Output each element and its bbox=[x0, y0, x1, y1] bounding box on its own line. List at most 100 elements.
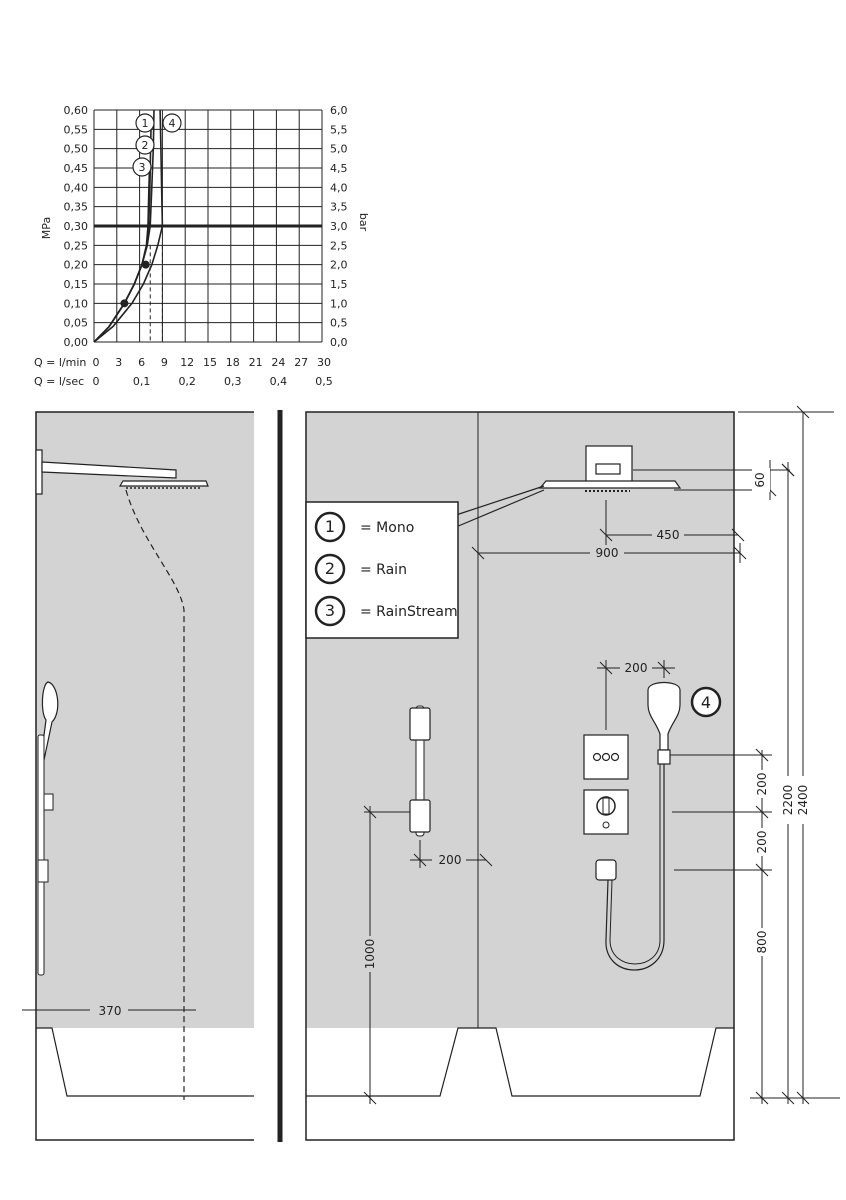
legend-item-mono: 1 = Mono bbox=[314, 511, 414, 543]
side-water-trajectory bbox=[125, 489, 185, 1100]
lmin-tick-7: 21 bbox=[249, 356, 263, 369]
curve-marker-2: 2 bbox=[135, 135, 155, 155]
lmin-tick-4: 12 bbox=[180, 356, 194, 369]
side-shower-arm bbox=[41, 461, 177, 479]
left-tick-5: 0,25 bbox=[64, 239, 89, 252]
dim-200-rail: 200 bbox=[439, 853, 462, 867]
lsec-tick-1: 0,1 bbox=[133, 375, 151, 388]
front-hand-shower bbox=[647, 681, 681, 751]
right-tick-1: 0,5 bbox=[330, 317, 348, 330]
side-wall bbox=[36, 412, 254, 1028]
handshower-marker-4: 4 bbox=[690, 686, 722, 718]
left-axis-unit: MPa bbox=[40, 217, 53, 239]
side-shower-head bbox=[118, 480, 209, 487]
dim-2200: 2200 bbox=[781, 785, 795, 816]
q-lmin-label: Q = l/min bbox=[34, 356, 86, 369]
lmin-tick-0: 0 bbox=[93, 356, 100, 369]
right-tick-4: 2,0 bbox=[330, 259, 348, 272]
side-rail bbox=[37, 734, 45, 976]
svg-text:4: 4 bbox=[701, 693, 711, 712]
left-tick-10: 0,50 bbox=[64, 143, 89, 156]
svg-text:3: 3 bbox=[139, 161, 146, 174]
series-line-4 bbox=[93, 109, 164, 343]
chart-dot-0 bbox=[120, 299, 129, 308]
side-rail-holder bbox=[37, 859, 49, 883]
legend-item-rain: 2 = Rain bbox=[314, 553, 407, 585]
left-tick-12: 0,60 bbox=[64, 104, 89, 117]
dim-200-upper: 200 bbox=[755, 773, 769, 796]
curve-marker-1: 1 bbox=[135, 113, 155, 133]
right-tick-0: 0,0 bbox=[330, 336, 348, 349]
lmin-tick-6: 18 bbox=[226, 356, 240, 369]
right-tick-9: 4,5 bbox=[330, 162, 348, 175]
lmin-tick-1: 3 bbox=[115, 356, 122, 369]
side-bathtub bbox=[36, 1027, 254, 1097]
legend-item-rainstream: 3 = RainStream bbox=[314, 595, 458, 627]
dim-1000: 1000 bbox=[363, 939, 377, 970]
flow-pressure-chart: 0,000,050,100,150,200,250,300,350,400,45… bbox=[34, 104, 370, 388]
dim-900: 900 bbox=[596, 546, 619, 560]
svg-text:= RainStream: = RainStream bbox=[360, 604, 458, 620]
right-tick-7: 3,5 bbox=[330, 201, 348, 214]
side-wall-flange bbox=[35, 449, 43, 495]
lmin-tick-10: 30 bbox=[317, 356, 331, 369]
lmin-tick-2: 6 bbox=[138, 356, 145, 369]
lsec-tick-4: 0,4 bbox=[270, 375, 288, 388]
front-bathtub-left bbox=[306, 1027, 478, 1097]
right-tick-8: 4,0 bbox=[330, 181, 348, 194]
dim-200-lower: 200 bbox=[755, 831, 769, 854]
chart-ticks: 0,000,050,100,150,200,250,300,350,400,45… bbox=[64, 104, 348, 388]
lmin-tick-9: 27 bbox=[294, 356, 308, 369]
right-tick-11: 5,5 bbox=[330, 123, 348, 136]
left-tick-9: 0,45 bbox=[64, 162, 89, 175]
side-rail-slider bbox=[43, 793, 54, 811]
left-tick-8: 0,40 bbox=[64, 181, 89, 194]
front-view-panel: 1 = Mono 2 = Rain 3 = RainStream 4 bbox=[305, 405, 840, 1141]
svg-text:3: 3 bbox=[325, 601, 335, 620]
front-shower-head bbox=[538, 480, 682, 489]
lmin-tick-3: 9 bbox=[161, 356, 168, 369]
svg-text:1: 1 bbox=[142, 117, 149, 130]
svg-text:2: 2 bbox=[325, 559, 335, 578]
curve-marker-4: 4 bbox=[162, 113, 182, 133]
right-tick-10: 5,0 bbox=[330, 143, 348, 156]
lsec-tick-3: 0,3 bbox=[224, 375, 242, 388]
dim-800: 800 bbox=[755, 931, 769, 954]
front-panel-frame bbox=[305, 411, 735, 1141]
legend-callout bbox=[455, 485, 545, 528]
right-tick-6: 3,0 bbox=[330, 220, 348, 233]
left-tick-1: 0,05 bbox=[64, 317, 89, 330]
left-tick-0: 0,00 bbox=[64, 336, 89, 349]
q-lsec-label: Q = l/sec bbox=[34, 375, 84, 388]
chart-markers bbox=[120, 260, 150, 308]
lsec-tick-0: 0 bbox=[93, 375, 100, 388]
dim-2400: 2400 bbox=[796, 785, 810, 816]
side-panel-frame bbox=[35, 411, 254, 1141]
dimension-ticks bbox=[363, 405, 810, 1105]
svg-text:4: 4 bbox=[169, 117, 176, 130]
right-tick-5: 2,5 bbox=[330, 239, 348, 252]
right-tick-2: 1,0 bbox=[330, 297, 348, 310]
left-tick-2: 0,10 bbox=[64, 297, 89, 310]
chart-dot-1 bbox=[141, 260, 150, 269]
chart-dashed-lines bbox=[149, 245, 163, 342]
side-view-panel: 370 bbox=[22, 411, 254, 1141]
right-tick-12: 6,0 bbox=[330, 104, 348, 117]
svg-text:= Rain: = Rain bbox=[360, 562, 407, 578]
front-bathtub-right bbox=[478, 1027, 734, 1097]
left-tick-11: 0,55 bbox=[64, 123, 89, 136]
dim-450: 450 bbox=[657, 528, 680, 542]
dim-200-modules: 200 bbox=[625, 661, 648, 675]
svg-text:2: 2 bbox=[142, 139, 149, 152]
lmin-tick-5: 15 bbox=[203, 356, 217, 369]
svg-text:= Mono: = Mono bbox=[360, 520, 414, 536]
right-tick-3: 1,5 bbox=[330, 278, 348, 291]
lsec-tick-5: 0,5 bbox=[315, 375, 333, 388]
left-tick-7: 0,35 bbox=[64, 201, 89, 214]
curve-marker-3: 3 bbox=[132, 157, 152, 177]
legend-box: 1 = Mono 2 = Rain 3 = RainStream bbox=[305, 501, 459, 639]
select-module bbox=[583, 734, 629, 780]
lmin-tick-8: 24 bbox=[271, 356, 285, 369]
lsec-tick-2: 0,2 bbox=[178, 375, 196, 388]
